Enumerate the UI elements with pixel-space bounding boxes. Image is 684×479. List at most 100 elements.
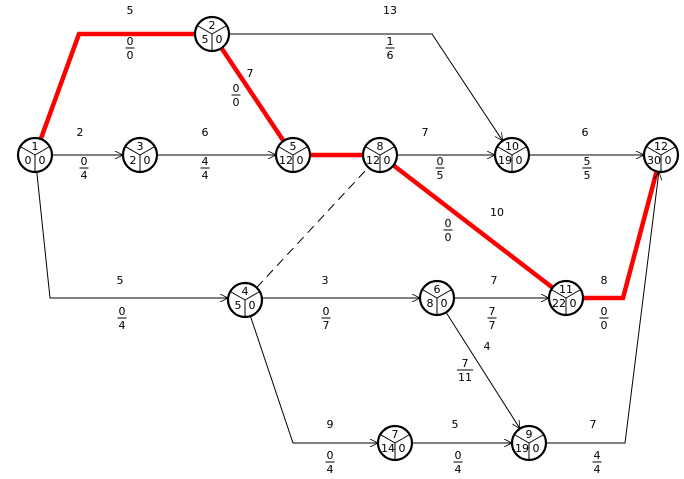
float-numerator: 7 bbox=[489, 305, 496, 318]
float-numerator: 0 bbox=[323, 305, 330, 318]
node-earliest-time: 19 bbox=[498, 154, 512, 167]
node-slack: 0 bbox=[533, 442, 540, 455]
node-slack: 0 bbox=[144, 154, 151, 167]
node-slack: 0 bbox=[216, 33, 223, 46]
node-earliest-time: 5 bbox=[235, 299, 242, 312]
activity-duration-1-3: 2 bbox=[77, 126, 84, 139]
node-number: 3 bbox=[137, 140, 144, 153]
node-slack: 0 bbox=[384, 154, 391, 167]
float-denominator: 4 bbox=[594, 463, 601, 476]
activity-duration-8-11: 10 bbox=[490, 206, 504, 219]
activity-arrow-6-9 bbox=[445, 312, 520, 428]
node-earliest-time: 0 bbox=[25, 154, 32, 167]
float-numerator: 0 bbox=[81, 155, 88, 168]
node-divider bbox=[394, 434, 410, 444]
activity-float-3-5: 44 bbox=[200, 155, 210, 182]
float-denominator: 7 bbox=[323, 319, 330, 332]
activity-duration-7-9: 5 bbox=[452, 418, 459, 431]
float-denominator: 4 bbox=[327, 463, 334, 476]
float-numerator: 0 bbox=[127, 35, 134, 48]
float-denominator: 7 bbox=[489, 319, 496, 332]
activity-float-7-9: 04 bbox=[453, 449, 463, 476]
activity-duration-2-5: 7 bbox=[247, 67, 254, 80]
float-denominator: 6 bbox=[387, 49, 394, 62]
node-divider bbox=[497, 146, 513, 156]
node-number: 10 bbox=[505, 140, 519, 153]
node-slack: 0 bbox=[516, 154, 523, 167]
edges-layer bbox=[36, 31, 659, 444]
float-numerator: 5 bbox=[584, 155, 591, 168]
node-earliest-time: 12 bbox=[366, 154, 380, 167]
float-numerator: 0 bbox=[327, 449, 334, 462]
node-slack: 0 bbox=[441, 297, 448, 310]
float-numerator: 0 bbox=[233, 82, 240, 95]
activity-duration-9-12: 7 bbox=[590, 418, 597, 431]
float-denominator: 4 bbox=[202, 169, 209, 182]
node-slack: 0 bbox=[570, 297, 577, 310]
node-divider bbox=[125, 146, 141, 156]
node-divider bbox=[197, 25, 213, 35]
activity-duration-6-9: 4 bbox=[484, 340, 491, 353]
activity-arrow-4-7 bbox=[249, 315, 378, 443]
node-divider bbox=[211, 25, 227, 35]
node-earliest-time: 22 bbox=[552, 297, 566, 310]
node-divider bbox=[646, 146, 662, 156]
node-slack: 0 bbox=[297, 154, 304, 167]
node-earliest-time: 14 bbox=[381, 442, 395, 455]
node-divider bbox=[292, 146, 308, 156]
node-divider bbox=[278, 146, 294, 156]
float-numerator: 1 bbox=[387, 35, 394, 48]
node-divider bbox=[660, 146, 676, 156]
node-divider bbox=[514, 434, 530, 444]
float-denominator: 5 bbox=[437, 169, 444, 182]
float-numerator: 4 bbox=[594, 449, 601, 462]
node-slack: 0 bbox=[665, 154, 672, 167]
node-number: 5 bbox=[290, 140, 297, 153]
node-number: 2 bbox=[209, 19, 216, 32]
node-divider bbox=[551, 289, 567, 299]
node-number: 7 bbox=[392, 428, 399, 441]
activity-arrow-2-5 bbox=[219, 46, 286, 143]
node-divider bbox=[565, 289, 581, 299]
activity-arrow-2-10 bbox=[229, 33, 503, 141]
float-numerator: 0 bbox=[445, 217, 452, 230]
node-earliest-time: 19 bbox=[515, 442, 529, 455]
activity-duration-6-11: 7 bbox=[491, 274, 498, 287]
float-denominator: 4 bbox=[119, 319, 126, 332]
activity-arrow-11-12 bbox=[583, 170, 659, 301]
node-divider bbox=[422, 289, 438, 299]
float-denominator: 0 bbox=[233, 96, 240, 109]
activity-float-4-6: 07 bbox=[321, 305, 331, 332]
activity-float-11-12: 00 bbox=[599, 305, 609, 332]
float-denominator: 0 bbox=[127, 49, 134, 62]
node-divider bbox=[511, 146, 527, 156]
node-divider bbox=[20, 146, 36, 156]
activity-float-2-10: 16 bbox=[385, 35, 395, 62]
float-numerator: 0 bbox=[119, 305, 126, 318]
float-denominator: 4 bbox=[81, 169, 88, 182]
activity-float-8-11: 00 bbox=[443, 217, 453, 244]
activity-duration-4-6: 3 bbox=[322, 274, 329, 287]
float-denominator: 5 bbox=[584, 169, 591, 182]
node-number: 8 bbox=[377, 140, 384, 153]
node-divider bbox=[379, 146, 395, 156]
node-number: 4 bbox=[242, 285, 249, 298]
node-earliest-time: 8 bbox=[427, 297, 434, 310]
activity-arrow-9-12 bbox=[546, 172, 659, 444]
float-numerator: 7 bbox=[462, 357, 469, 370]
activity-arrow-1-4 bbox=[36, 171, 228, 298]
activity-float-1-2: 00 bbox=[125, 35, 135, 62]
activity-duration-11-12: 8 bbox=[601, 274, 608, 287]
node-divider bbox=[365, 146, 381, 156]
